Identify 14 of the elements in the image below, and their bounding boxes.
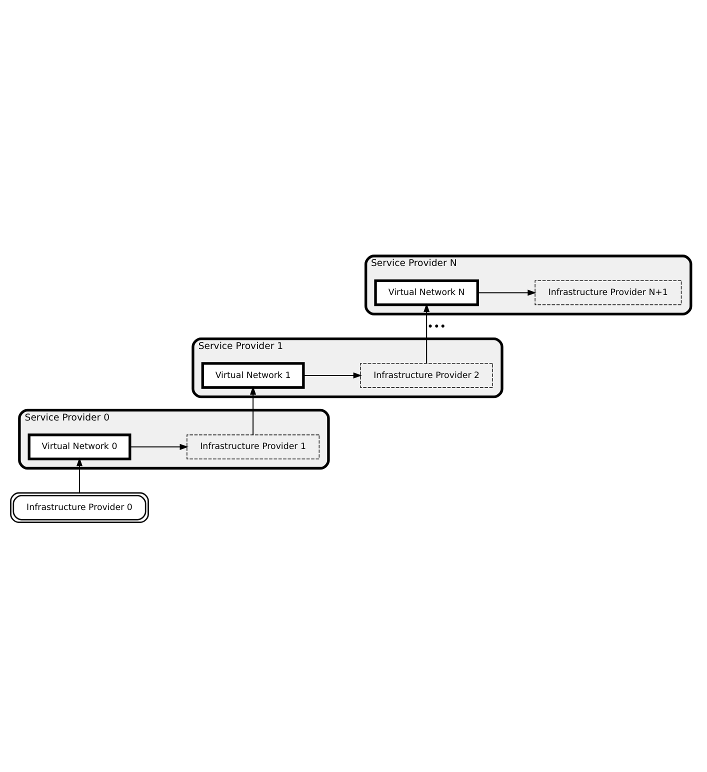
arrow — [250, 386, 256, 435]
arrow — [130, 443, 188, 450]
node-box: Virtual Network N — [374, 278, 479, 306]
arrow — [424, 302, 430, 364]
arrow — [477, 289, 536, 296]
node-box: Virtual Network 1 — [201, 362, 305, 388]
node-box: Infrastructure Provider 2 — [360, 362, 493, 388]
node-box: Infrastructure Provider N+1 — [534, 280, 682, 305]
node-box: Virtual Network 0 — [28, 433, 132, 460]
node-box: Infrastructure Provider 0 — [10, 492, 149, 522]
edge-label: ••• — [427, 319, 446, 332]
arrow — [76, 456, 83, 493]
arrow — [303, 372, 362, 378]
node-box: Infrastructure Provider 1 — [186, 434, 320, 459]
